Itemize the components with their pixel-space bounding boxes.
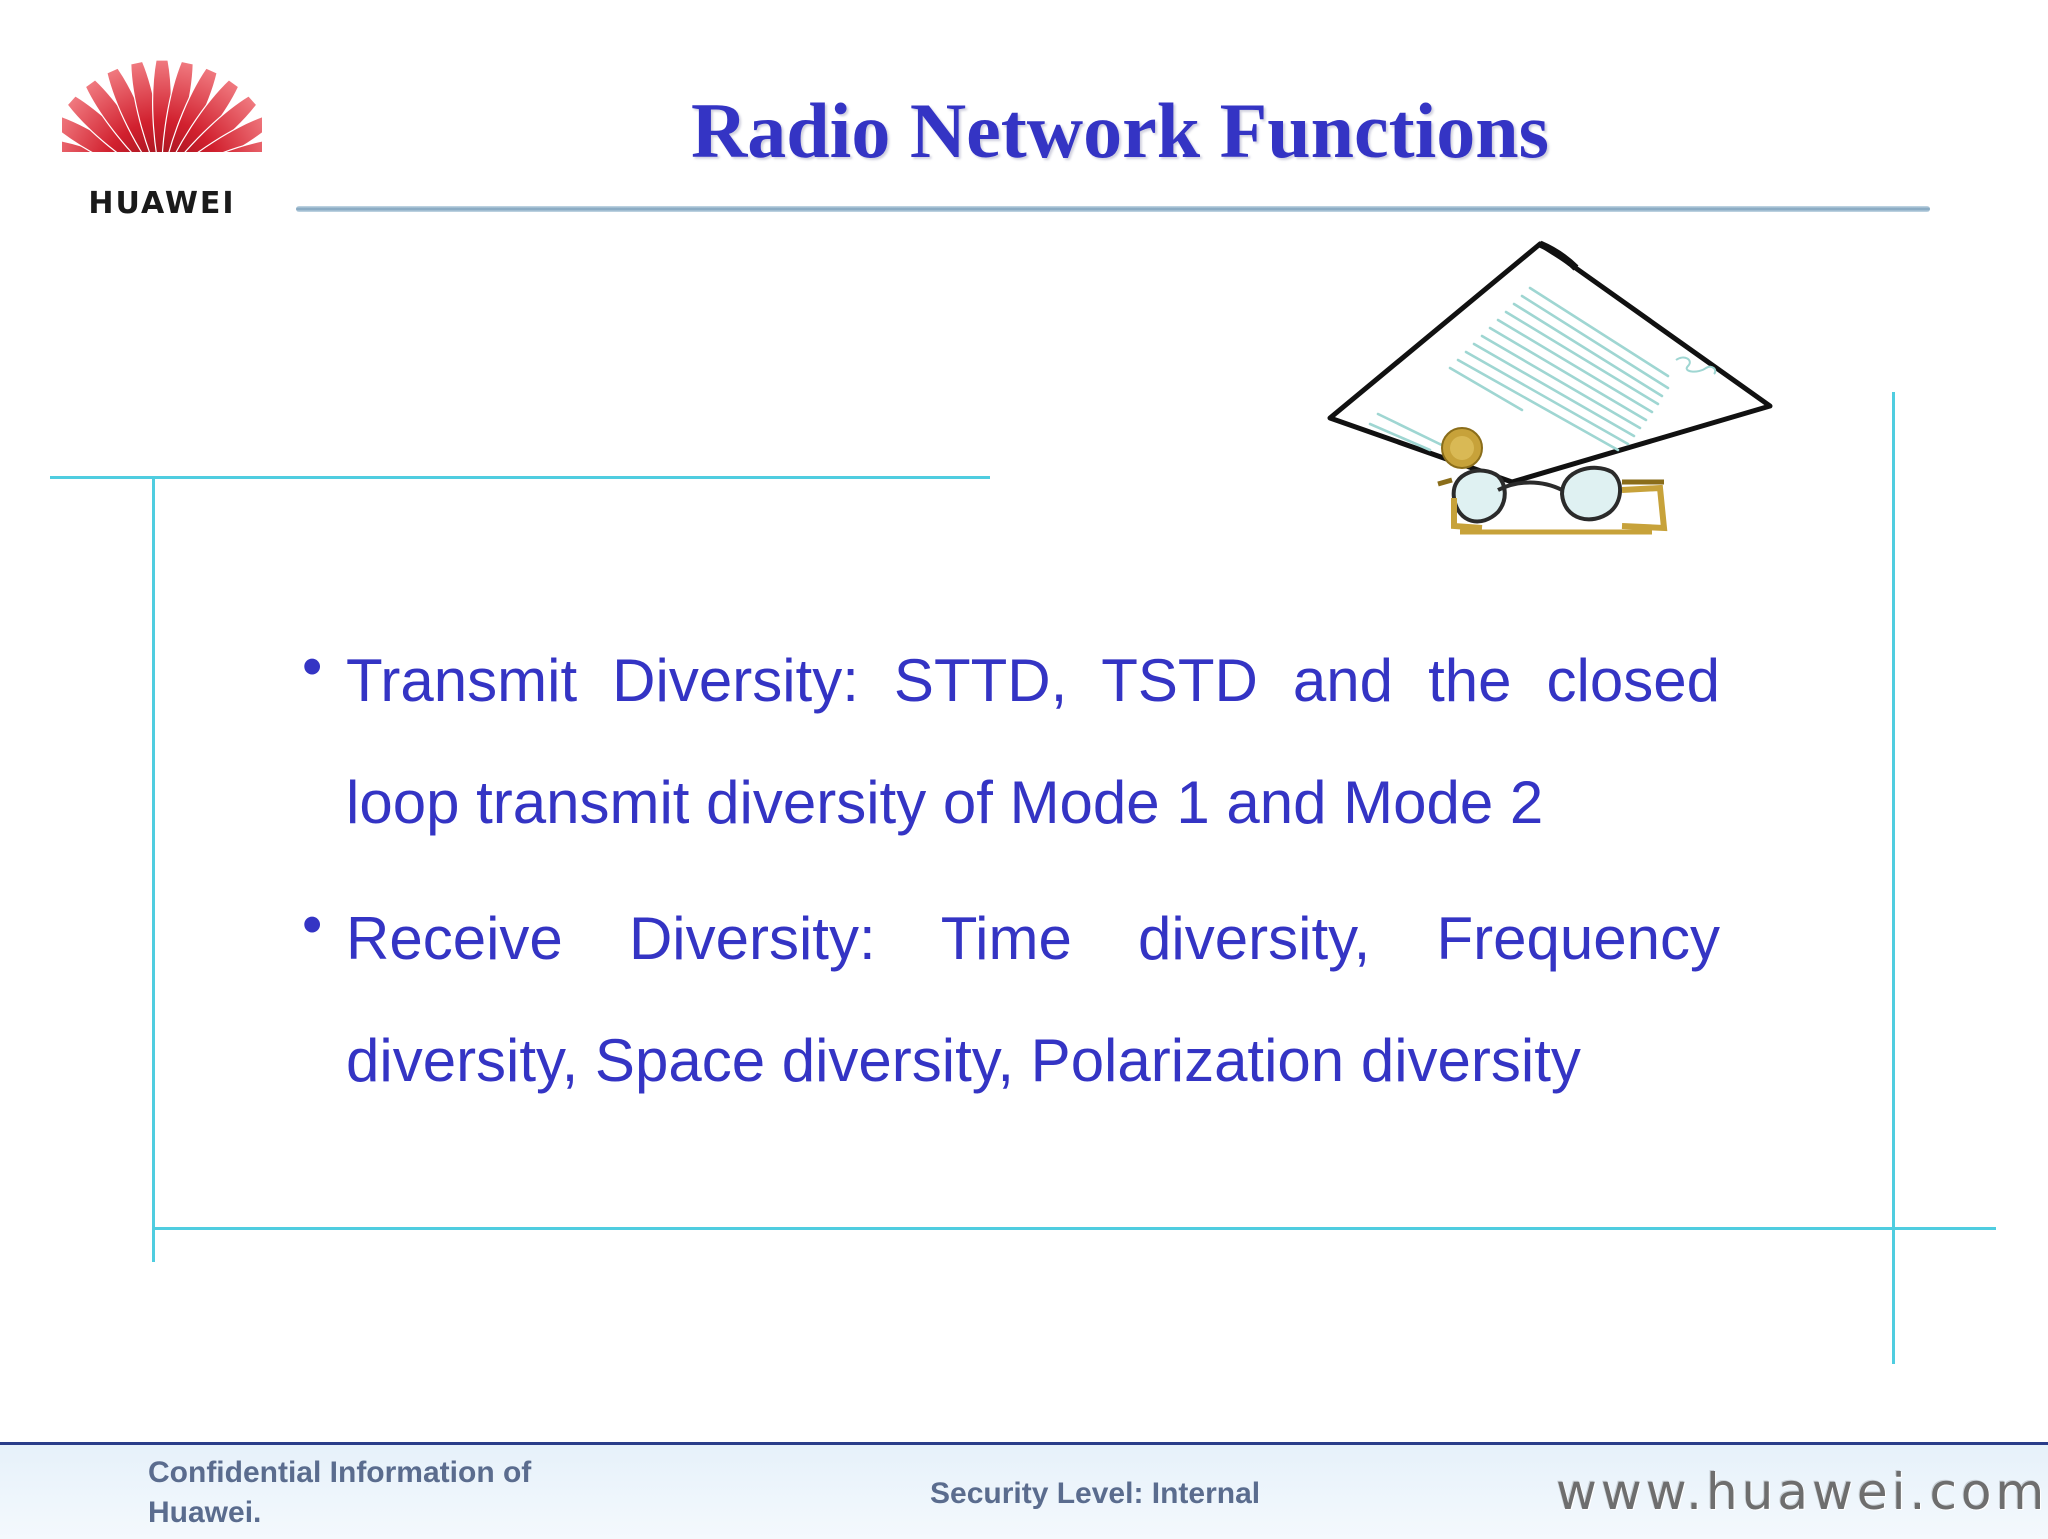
bullet-text: Receive Diversity: Time diversity, Frequ…	[346, 905, 1720, 1094]
frame-line-top	[50, 476, 990, 479]
title-underline	[296, 206, 1930, 212]
bullet-item: • Transmit Diversity: STTD, TSTD and the…	[300, 620, 1720, 864]
bullet-item: • Receive Diversity: Time diversity, Fre…	[300, 878, 1720, 1122]
logo-wordmark: HUAWEI	[88, 186, 236, 221]
document-with-glasses-icon	[1322, 236, 1782, 536]
website-link[interactable]: www.huawei.com	[1556, 1463, 2048, 1521]
frame-line-bottom	[152, 1227, 1996, 1230]
bullet-text: Transmit Diversity: STTD, TSTD and the c…	[346, 647, 1720, 836]
footer: Confidential Information of Huawei. Secu…	[0, 1442, 2048, 1539]
page-title: Radio Network Functions	[690, 87, 1550, 174]
frame-line-right	[1892, 392, 1895, 1364]
frame-line-left	[152, 478, 155, 1262]
bullet-list: • Transmit Diversity: STTD, TSTD and the…	[300, 620, 1720, 1136]
huawei-fan-icon	[43, 59, 281, 192]
confidential-notice: Confidential Information of Huawei.	[148, 1456, 532, 1529]
huawei-logo: HUAWEI	[43, 50, 281, 230]
security-level: Security Level: Internal	[930, 1477, 1261, 1510]
bullet-dot-icon: •	[302, 892, 323, 957]
bullet-dot-icon: •	[302, 634, 323, 699]
